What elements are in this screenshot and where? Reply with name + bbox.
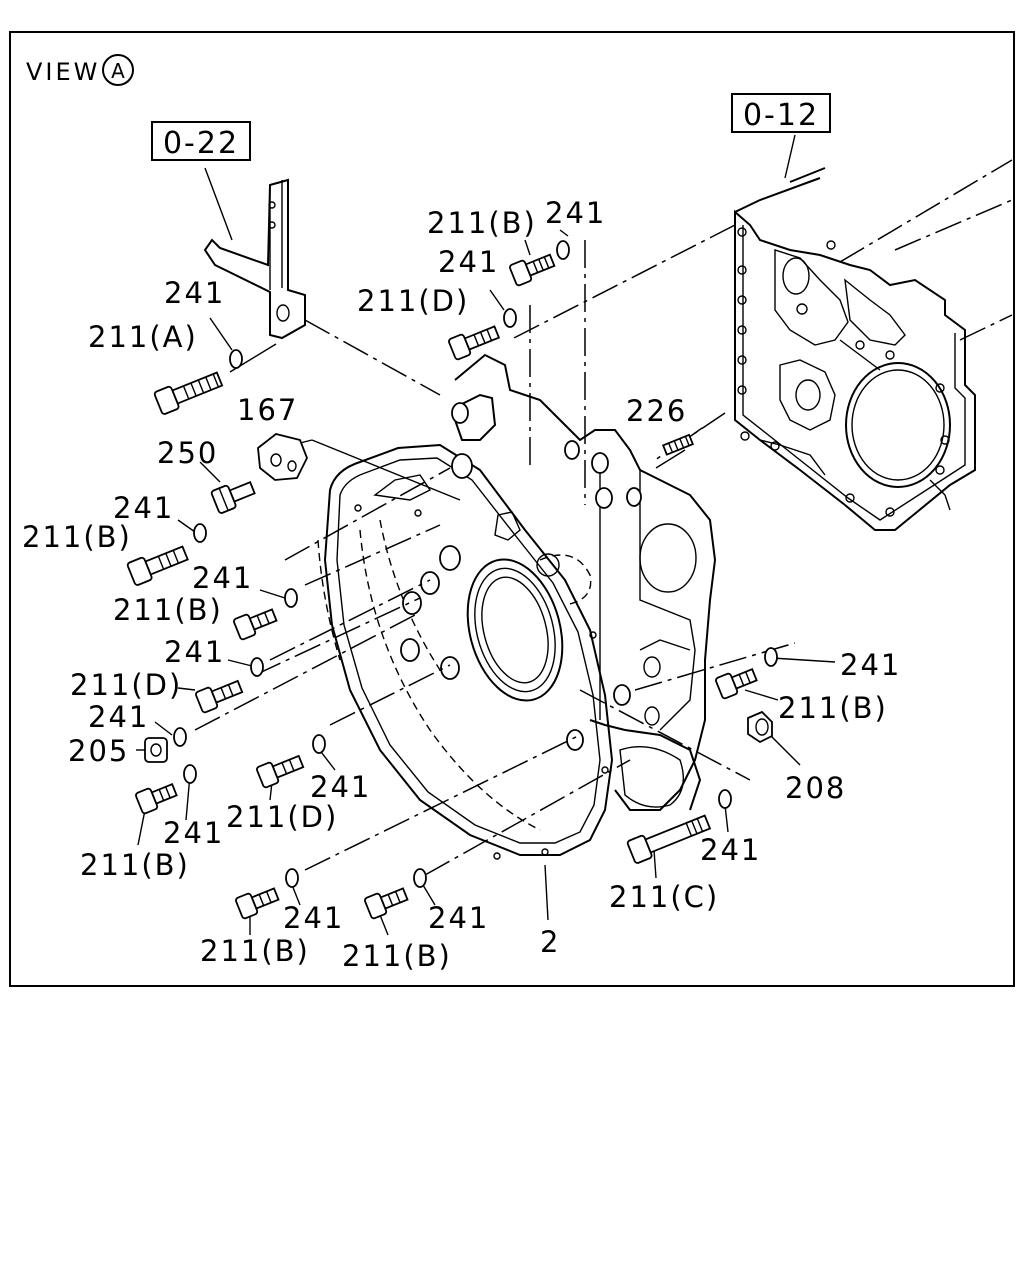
callout-label: 211(B) <box>427 206 537 240</box>
washer-241 <box>183 764 197 784</box>
callout-label: 211(A) <box>88 320 198 354</box>
bolt-211-b <box>126 545 189 586</box>
callout-label: 241 <box>164 635 225 669</box>
flywheel-housing <box>317 353 717 860</box>
engine-bolt-holes <box>737 227 950 517</box>
view-letter: A <box>111 59 125 83</box>
callout-label: 2 <box>540 925 560 959</box>
ref-label: 0-22 <box>163 126 239 161</box>
diagram-frame <box>9 31 1015 987</box>
leader-lines <box>136 134 836 936</box>
callout-label: 241 <box>428 901 489 935</box>
nut-205 <box>144 737 168 763</box>
washer-241 <box>718 789 732 809</box>
callout-label: 211(D) <box>357 284 469 318</box>
bolt-211-d <box>195 679 244 714</box>
callout-label: 211(C) <box>609 880 719 914</box>
engine-block <box>734 159 1013 531</box>
bolt-211-b <box>135 783 178 815</box>
washer-241 <box>285 868 299 888</box>
callout-label: 241 <box>113 491 174 525</box>
bolt-211-b <box>715 668 758 700</box>
callout-label: 167 <box>237 393 298 427</box>
callout-label: 241 <box>88 700 149 734</box>
bolt-211-b <box>364 887 409 920</box>
callout-label: 211(B) <box>80 848 190 882</box>
washer-241 <box>173 727 187 747</box>
callout-label: 211(B) <box>22 520 132 554</box>
washer-241 <box>556 240 570 260</box>
bolt-211-d <box>256 754 305 789</box>
callout-label: 211(D) <box>226 800 338 834</box>
callout-label: 211(D) <box>70 668 182 702</box>
washer-241 <box>284 588 298 608</box>
bolt-211-b <box>509 253 556 287</box>
view-title: VIEW A <box>26 54 134 86</box>
washer-241 <box>193 523 207 543</box>
ref-box-0-12: 0-12 <box>731 93 831 133</box>
callout-label: 208 <box>785 771 846 805</box>
bolt-211-b <box>233 608 278 641</box>
callout-label: 211(B) <box>778 691 888 725</box>
callout-label: 226 <box>626 394 687 428</box>
callout-label: 211(B) <box>342 939 452 973</box>
callout-label: 211(B) <box>200 934 310 968</box>
bracket <box>203 178 306 340</box>
bolt-250 <box>210 481 256 514</box>
callout-label: 205 <box>68 734 129 768</box>
callout-label: 241 <box>840 648 901 682</box>
ref-box-0-22: 0-22 <box>151 121 251 161</box>
callout-label: 241 <box>700 833 761 867</box>
washer-241 <box>312 734 326 754</box>
callout-label: 241 <box>164 276 225 310</box>
callout-label: 241 <box>310 770 371 804</box>
ref-label: 0-12 <box>743 98 819 133</box>
washer-241 <box>503 308 517 328</box>
bolt-211-c <box>626 814 712 864</box>
stud-226 <box>661 433 695 456</box>
washer-241 <box>413 868 427 888</box>
bolt-211-a <box>153 371 224 415</box>
callout-label: 241 <box>438 245 499 279</box>
callout-label: 241 <box>163 816 224 850</box>
callout-label: 241 <box>283 901 344 935</box>
callout-labels: 211(B) 241 241 211(D) 241 211(A) 167 250… <box>22 196 901 973</box>
washer-241 <box>764 647 778 667</box>
washer-241 <box>250 657 264 677</box>
callout-label: 211(B) <box>113 593 223 627</box>
bushing-208 <box>747 710 773 744</box>
cover-plate-167 <box>257 433 308 481</box>
fasteners <box>126 240 778 920</box>
callout-label: 250 <box>157 436 218 470</box>
view-title-text: VIEW <box>26 58 100 86</box>
washer-241 <box>229 349 243 369</box>
callout-label: 241 <box>192 561 253 595</box>
bolt-211-d <box>448 325 501 361</box>
callout-label: 241 <box>545 196 606 230</box>
bolt-211-b <box>235 887 280 920</box>
